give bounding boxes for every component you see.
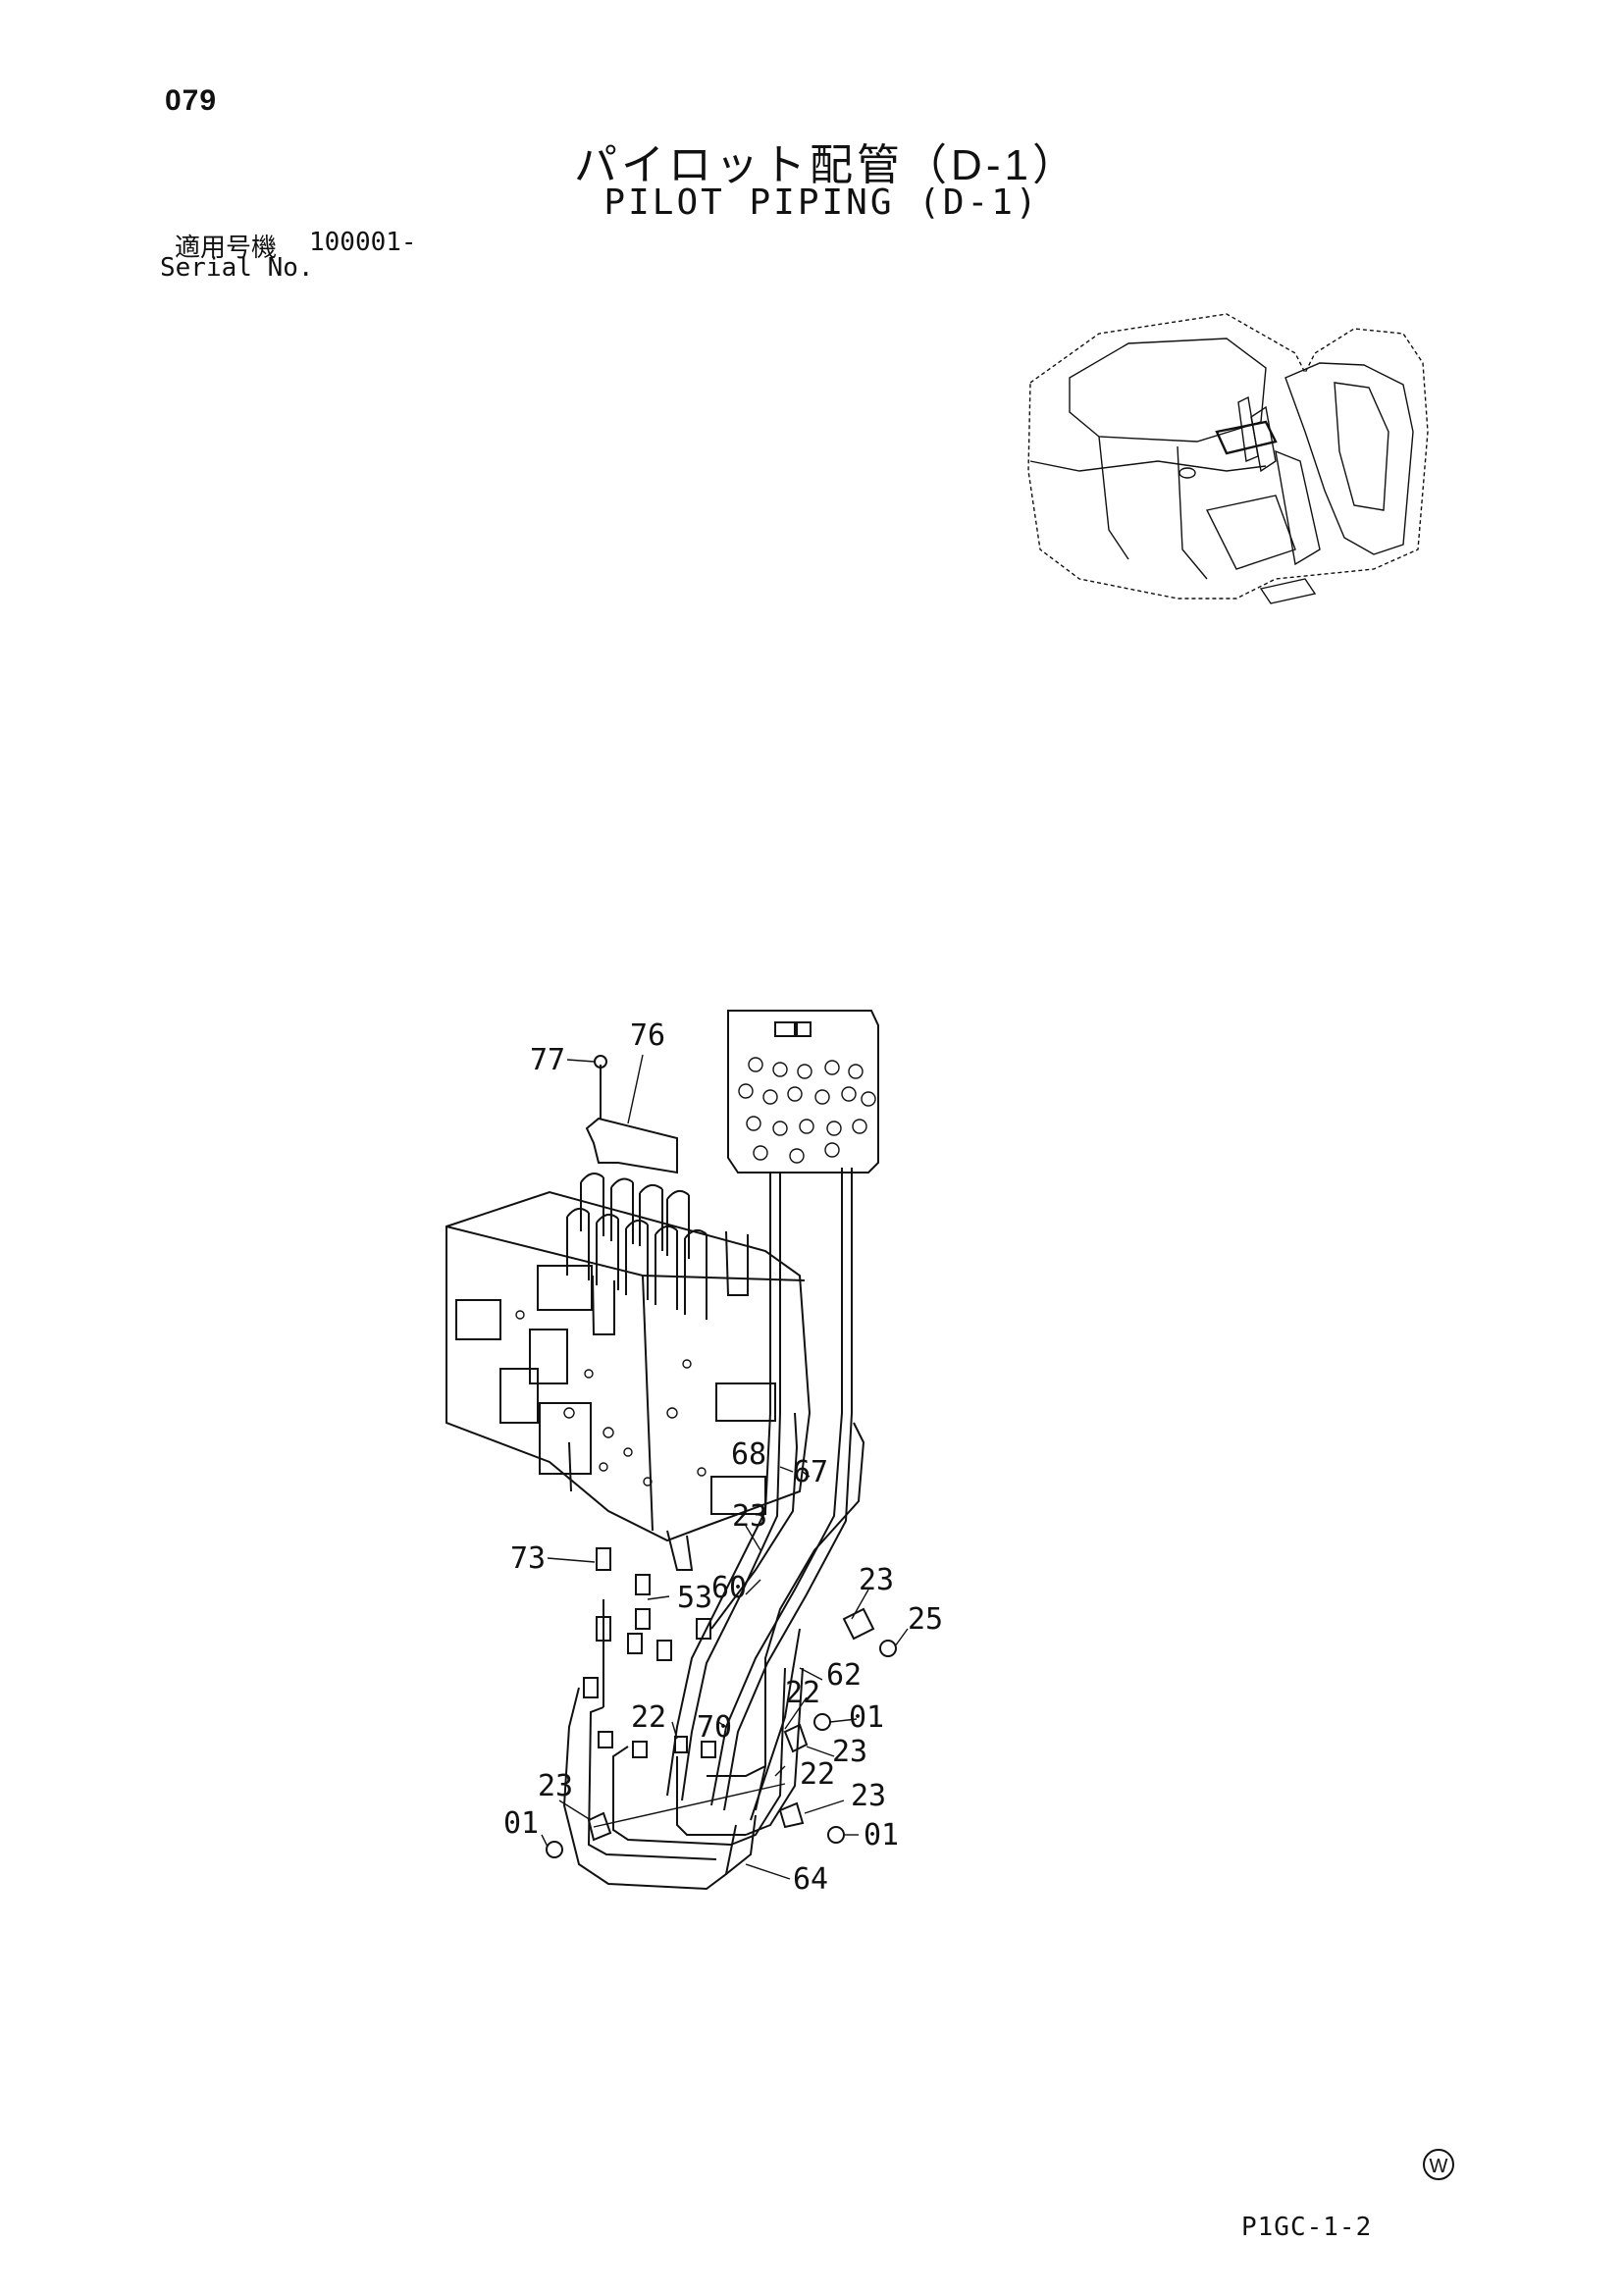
callout-70: 70 <box>697 1710 732 1745</box>
callout-73: 73 <box>510 1541 546 1576</box>
callout-23: 23 <box>851 1779 886 1813</box>
callout-01: 01 <box>503 1806 539 1841</box>
page-number: 079 <box>165 84 218 117</box>
serial-label-english: Serial No. <box>160 253 314 283</box>
callout-22: 22 <box>800 1757 835 1792</box>
pilot-pipes <box>562 1168 865 1891</box>
control-valve-body <box>445 1190 812 1571</box>
callout-53: 53 <box>677 1581 712 1615</box>
callout-67: 67 <box>793 1455 828 1489</box>
callout-25: 25 <box>908 1602 943 1637</box>
callout-23: 23 <box>832 1735 867 1769</box>
watermark-w-mark: W <box>1423 2149 1454 2180</box>
page-title-english: PILOT PIPING (D-1) <box>603 183 1040 223</box>
callout-22: 22 <box>631 1700 666 1735</box>
callout-60: 60 <box>711 1571 747 1605</box>
callout-77: 77 <box>530 1043 565 1077</box>
callout-68: 68 <box>731 1437 766 1472</box>
drawing-code: P1GC-1-2 <box>1241 2213 1373 2242</box>
fittings-and-bolts <box>546 1547 897 1858</box>
callout-23: 23 <box>859 1563 894 1597</box>
spool-caps <box>566 1173 707 1320</box>
callout-76: 76 <box>630 1018 665 1053</box>
pilot-valve-block <box>727 1010 879 1174</box>
serial-label-japanese: 適用号機 <box>175 233 278 262</box>
bracket-76 <box>585 1055 678 1174</box>
callout-01: 01 <box>864 1818 899 1852</box>
excavator-overview-illustration <box>1027 313 1429 604</box>
callout-64: 64 <box>793 1862 828 1897</box>
callout-22: 22 <box>785 1676 820 1710</box>
callout-62: 62 <box>826 1658 862 1693</box>
serial-number-value: 100001- <box>309 228 417 257</box>
callout-01: 01 <box>849 1700 884 1735</box>
callout-23: 23 <box>732 1499 767 1534</box>
callout-leader-lines <box>541 1054 909 1880</box>
callout-23: 23 <box>538 1769 573 1803</box>
page-title-japanese: パイロット配管（D-1） <box>574 141 1079 189</box>
